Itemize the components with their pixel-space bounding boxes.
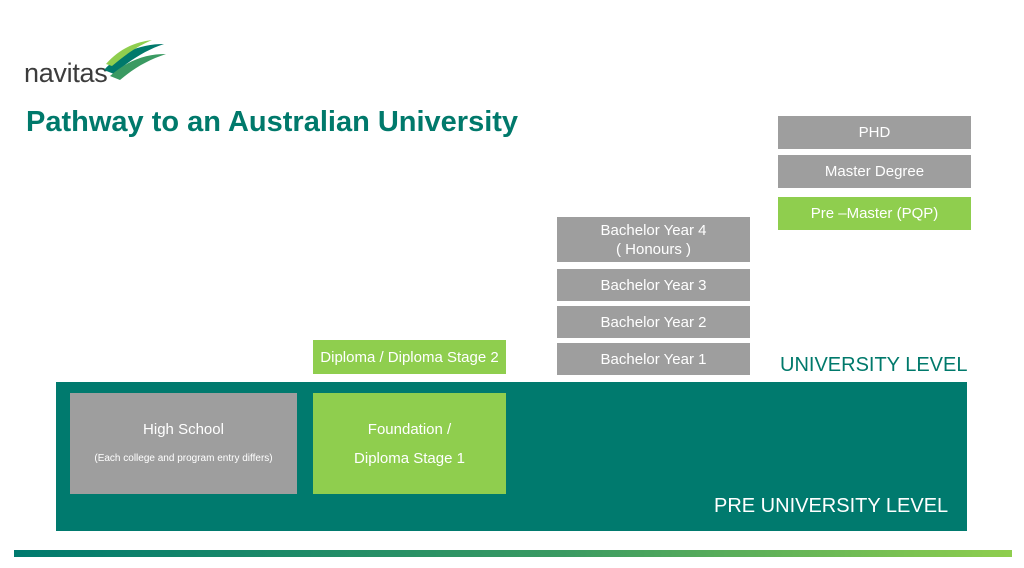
- university-level-label: UNIVERSITY LEVEL: [780, 354, 968, 376]
- pre-master-label: Pre –Master (PQP): [810, 205, 939, 222]
- foundation-line1: Foundation /: [367, 420, 452, 438]
- bachelor-year-2-label: Bachelor Year 2: [600, 313, 707, 331]
- diploma-stage-2-label: Diploma / Diploma Stage 2: [320, 348, 499, 366]
- bachelor-year-4-box: Bachelor Year 4 ( Honours ): [557, 217, 750, 262]
- bachelor-year-3-label: Bachelor Year 3: [600, 276, 707, 294]
- phd-label: PHD: [858, 124, 891, 141]
- bachelor-year-4-label: Bachelor Year 4: [600, 221, 707, 239]
- bachelor-year-2-box: Bachelor Year 2: [557, 306, 750, 338]
- bachelor-year-3-box: Bachelor Year 3: [557, 269, 750, 301]
- foundation-box: Foundation / Diploma Stage 1: [313, 393, 506, 494]
- high-school-note: (Each college and program entry differs): [94, 452, 273, 464]
- bachelor-year-1-box: Bachelor Year 1: [557, 343, 750, 375]
- diploma-stage-2-box: Diploma / Diploma Stage 2: [313, 340, 506, 374]
- logo-text: navitas: [24, 58, 108, 88]
- page-title: Pathway to an Australian University: [26, 106, 519, 138]
- high-school-box: High School (Each college and program en…: [70, 393, 297, 494]
- master-degree-box: Master Degree: [778, 155, 971, 188]
- honours-label: ( Honours ): [615, 240, 692, 258]
- high-school-title: High School: [143, 420, 224, 438]
- foundation-line2: Diploma Stage 1: [354, 449, 465, 467]
- phd-box: PHD: [778, 116, 971, 149]
- navitas-logo: navitas: [24, 40, 169, 90]
- master-degree-label: Master Degree: [824, 163, 925, 180]
- pre-university-level-label: PRE UNIVERSITY LEVEL: [714, 495, 949, 517]
- pre-master-box: Pre –Master (PQP): [778, 197, 971, 230]
- swoosh-icon: [104, 40, 166, 80]
- bachelor-year-1-label: Bachelor Year 1: [600, 350, 707, 368]
- footer-bar: [14, 550, 1012, 557]
